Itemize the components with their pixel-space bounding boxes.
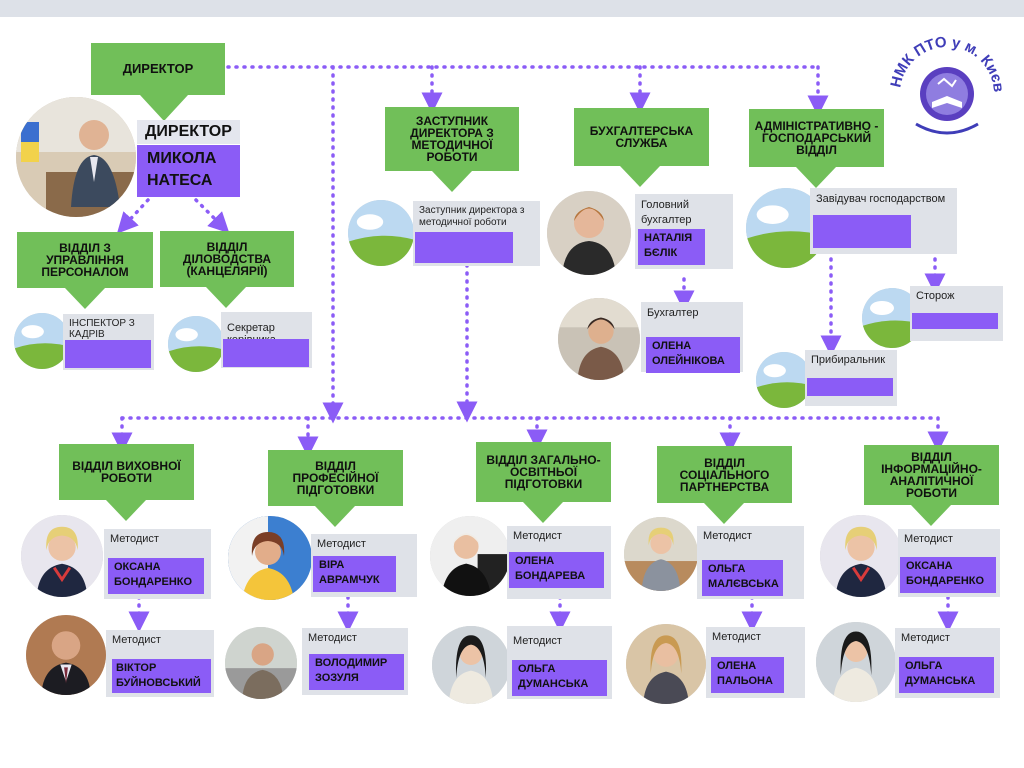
secretary-name-bar — [223, 339, 309, 367]
supply-head-role: Завідувач господарством — [816, 193, 946, 205]
chief-accountant-role: Головний бухгалтер — [641, 199, 692, 226]
soc1-photo — [624, 517, 698, 591]
director-photo — [16, 97, 136, 217]
soc2-name: ОЛЕНА ПАЛЬОНА — [711, 657, 784, 693]
inspector-photo — [14, 313, 70, 369]
accountant-role: Бухгалтер — [647, 307, 699, 319]
dept-accounting-pointer — [620, 166, 660, 187]
secretary-card: Секретар керівника — [221, 312, 312, 368]
soc2-photo — [626, 624, 706, 704]
guard-name-bar — [912, 313, 998, 329]
deputy-role: Заступник директора з методичної роботи — [419, 205, 525, 228]
inspector-role: ІНСПЕКТОР З КАДРІВ — [69, 318, 135, 340]
dept-info-pointer — [911, 505, 951, 526]
gen2-photo — [432, 626, 510, 704]
dept-info: ВІДДІЛ ІНФОРМАЦІЙНО-АНАЛІТИЧНОЇ РОБОТИ — [864, 445, 999, 505]
logo: НМК ПТО у м. Києві — [884, 11, 1008, 142]
dept-hr: ВІДДІЛ З УПРАВЛІННЯ ПЕРСОНАЛОМ — [17, 232, 153, 288]
inf1-role: Методист — [904, 533, 953, 545]
cleaner-name-bar — [807, 378, 893, 396]
dept-admin-pointer — [796, 167, 836, 188]
soc1-name: ОЛЬГА МАЛЄВСЬКА — [702, 560, 783, 596]
director-name-line2: НАТЕСА — [147, 172, 213, 189]
edu2-role: Методист — [112, 634, 161, 646]
voc1-photo — [228, 516, 312, 600]
secretary-photo — [168, 316, 224, 372]
dept-office: ВІДДІЛ ДІЛОВОДСТВА (КАНЦЕЛЯРІЇ) — [160, 231, 294, 287]
guard-role: Сторож — [916, 290, 955, 302]
dept-hr-pointer — [65, 288, 105, 309]
dept-social-pointer — [704, 503, 744, 524]
voc2-role: Методист — [308, 632, 357, 644]
deputy-card: Заступник директора з методичної роботи — [413, 201, 540, 266]
supply-head-card: Завідувач господарством — [810, 188, 957, 254]
chief-accountant-name: НАТАЛІЯ БЄЛІК — [638, 229, 705, 265]
dept-general-pointer — [523, 502, 563, 523]
voc2-name: ВОЛОДИМИР ЗОЗУЛЯ — [309, 654, 404, 690]
director-name-line1: МИКОЛА — [147, 150, 217, 167]
book-globe-icon: НМК ПТО у м. Києві — [884, 11, 1007, 135]
inf1-photo — [820, 515, 902, 597]
gen1-role: Методист — [513, 530, 562, 542]
accountant-photo — [558, 298, 640, 380]
director-title-card: ДИРЕКТОР — [137, 120, 240, 144]
chief-accountant-photo — [547, 191, 631, 275]
dept-deputy-pointer — [432, 171, 472, 192]
director-title: ДИРЕКТОР — [145, 123, 232, 140]
dept-accounting: БУХГАЛТЕРСЬКА СЛУЖБА — [574, 108, 709, 166]
edu1-role: Методист — [110, 533, 159, 545]
inf2-photo — [816, 622, 896, 702]
dept-education-pointer — [106, 500, 146, 521]
voc1-name: ВІРА АВРАМЧУК — [313, 556, 396, 592]
cleaner-photo — [756, 352, 812, 408]
dept-deputy: ЗАСТУПНИК ДИРЕКТОРА З МЕТОДИЧНОЇ РОБОТИ — [385, 107, 519, 171]
dept-general: ВІДДІЛ ЗАГАЛЬНО-ОСВІТНЬОЇ ПІДГОТОВКИ — [476, 442, 611, 502]
director-box: ДИРЕКТОР — [91, 43, 225, 95]
soc1-role: Методист — [703, 530, 752, 542]
inf1-name: ОКСАНА БОНДАРЕНКО — [900, 557, 996, 593]
dept-education: ВІДДІЛ ВИХОВНОЇ РОБОТИ — [59, 444, 194, 500]
deputy-name-bar — [415, 232, 513, 263]
inf2-role: Методист — [901, 632, 950, 644]
cleaner-card: Прибиральник — [805, 350, 897, 406]
top-bar — [0, 0, 1024, 17]
cleaner-role: Прибиральник — [811, 354, 886, 366]
accountant-name: ОЛЕНА ОЛЕЙНІКОВА — [646, 337, 740, 373]
edu2-photo — [26, 615, 106, 695]
gen2-name: ОЛЬГА ДУМАНСЬКА — [512, 660, 607, 696]
dept-social: ВІДДІЛ СОЦІАЛЬНОГО ПАРТНЕРСТВА — [657, 446, 792, 503]
edu1-photo — [21, 515, 103, 597]
edu2-name: ВІКТОР БУЙНОВСЬКИЙ — [112, 659, 211, 693]
edu1-name: ОКСАНА БОНДАРЕНКО — [108, 558, 204, 594]
soc2-role: Методист — [712, 631, 761, 643]
gen1-name: ОЛЕНА БОНДАРЕВА — [509, 552, 604, 588]
dept-vocational: ВІДДІЛ ПРОФЕСІЙНОЇ ПІДГОТОВКИ — [268, 450, 403, 506]
inf2-name: ОЛЬГА ДУМАНСЬКА — [899, 657, 994, 693]
voc2-photo — [225, 627, 297, 699]
guard-card: Сторож — [910, 286, 1003, 341]
inspector-card: ІНСПЕКТОР З КАДРІВ — [63, 314, 154, 370]
inspector-name-bar — [65, 340, 151, 368]
director-pointer — [140, 95, 188, 121]
voc1-role: Методист — [317, 538, 366, 550]
gen2-role: Методист — [513, 635, 562, 647]
deputy-photo — [348, 200, 414, 266]
dept-admin: АДМІНІСТРАТИВНО - ГОСПОДАРСЬКИЙ ВІДДІЛ — [749, 109, 884, 167]
dept-vocational-pointer — [315, 506, 355, 527]
director-name: МИКОЛА НАТЕСА — [137, 145, 240, 197]
gen1-photo — [430, 516, 510, 596]
supply-head-name-bar — [813, 215, 911, 248]
dept-office-pointer — [206, 287, 246, 308]
